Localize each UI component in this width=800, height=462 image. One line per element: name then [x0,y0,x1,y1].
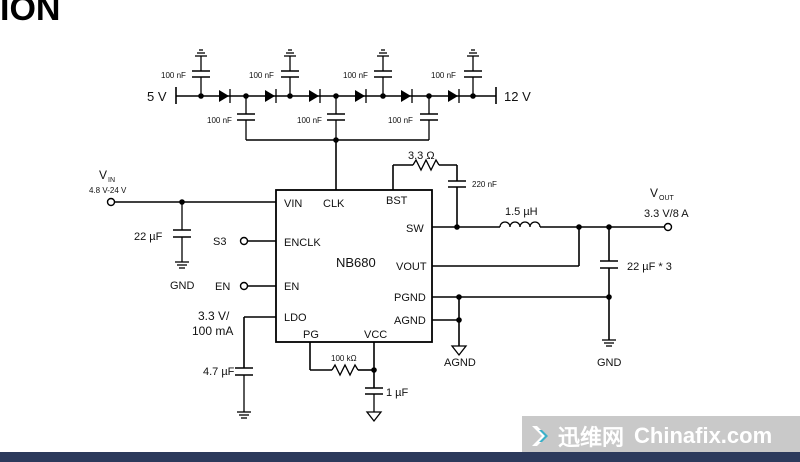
diode-1 [219,89,231,103]
pin-pgnd: PGND [394,292,426,304]
bottom-bar [0,452,800,462]
cap-top-2 [281,49,299,99]
inductor-value: 1.5 µH [505,206,538,218]
ldo-section: 3.3 V/ 100 mA 4.7 µF [192,309,276,419]
diode-3 [309,89,321,103]
input-section: V IN 4.8 V-24 V 22 µF GND [89,168,276,292]
pin-bst: BST [386,195,408,207]
ic-name: NB680 [336,255,376,270]
ldo-rating-line2: 100 mA [192,324,233,338]
cap-top-1 [192,49,210,99]
cap-top-3 [374,49,392,99]
page-heading: ION [0,0,60,28]
cap-top-2-value: 100 nF [249,71,274,80]
ic-nb680: NB680 VIN CLK BST ENCLK SW VOUT EN PGND … [275,189,433,343]
gnd-right-label: GND [597,357,622,369]
diode-5 [401,89,413,103]
cap-bot-3-value: 100 nF [388,116,413,125]
diode-2 [265,89,277,103]
watermark-en-text: Chinafix.com [634,423,773,448]
label-5v: 5 V [147,89,167,104]
pin-ldo: LDO [284,312,307,324]
vin-terminal [106,197,116,207]
en-terminal [239,281,249,291]
pg-vcc-section: 100 kΩ 1 µF [309,342,409,423]
en-input: EN [215,281,276,293]
cvcc-value: 1 µF [386,387,409,399]
pin-clk: CLK [323,198,345,210]
rpg-value: 100 kΩ [331,354,357,363]
s3-label: S3 [213,236,226,248]
ldo-rating-line1: 3.3 V/ [198,309,230,323]
enclk-input: S3 [213,236,276,248]
cap-top-4 [464,49,482,99]
s3-terminal [239,236,249,246]
cap-top-1-value: 100 nF [161,71,186,80]
agnd-label: AGND [444,357,476,369]
pin-en: EN [284,281,299,293]
pin-agnd: AGND [394,315,426,327]
pin-enclk: ENCLK [284,237,321,249]
pin-sw: SW [406,223,424,235]
pin-vcc: VCC [364,329,387,341]
cap-bot-2 [327,93,345,140]
cout-value: 22 µF * 3 [627,261,672,273]
vout-rating: 3.3 V/8 A [644,208,689,220]
en-label: EN [215,281,230,293]
rbst-value: 3.3 Ω [408,150,435,162]
vout-terminal [663,222,673,232]
vout-label-sub: OUT [659,195,675,202]
cap-bot-3 [420,93,438,140]
vin-label: V [99,168,107,182]
pin-vout: VOUT [396,261,427,273]
bst-network: 3.3 Ω 220 nF [392,150,497,227]
cap-top-3-value: 100 nF [343,71,368,80]
vin-range: 4.8 V-24 V [89,186,127,195]
pin-vin: VIN [284,198,302,210]
diode-4 [355,89,367,103]
cldo-value: 4.7 µF [203,366,235,378]
cap-bot-1 [237,93,255,140]
label-12v: 12 V [504,89,531,104]
gnd-left-label: GND [170,280,195,292]
pin-pg: PG [303,329,319,341]
output-section: 1.5 µH V OUT 3.3 V/8 A 22 µF * 3 GND AGN… [432,186,689,369]
diode-6 [448,89,460,103]
vin-label-sub: IN [108,177,115,184]
charge-pump: 5 V 12 V [147,49,531,190]
watermark-cn-text: 迅维网 [558,426,625,451]
cin-value: 22 µF [134,231,163,243]
cbst-value: 220 nF [472,180,497,189]
cap-bot-2-value: 100 nF [297,116,322,125]
chinafix-logo-icon [532,426,548,446]
chinafix-watermark: 迅维网 Chinafix.com [522,416,800,456]
vout-label: V [650,186,658,200]
cap-top-4-value: 100 nF [431,71,456,80]
cap-bot-1-value: 100 nF [207,116,232,125]
